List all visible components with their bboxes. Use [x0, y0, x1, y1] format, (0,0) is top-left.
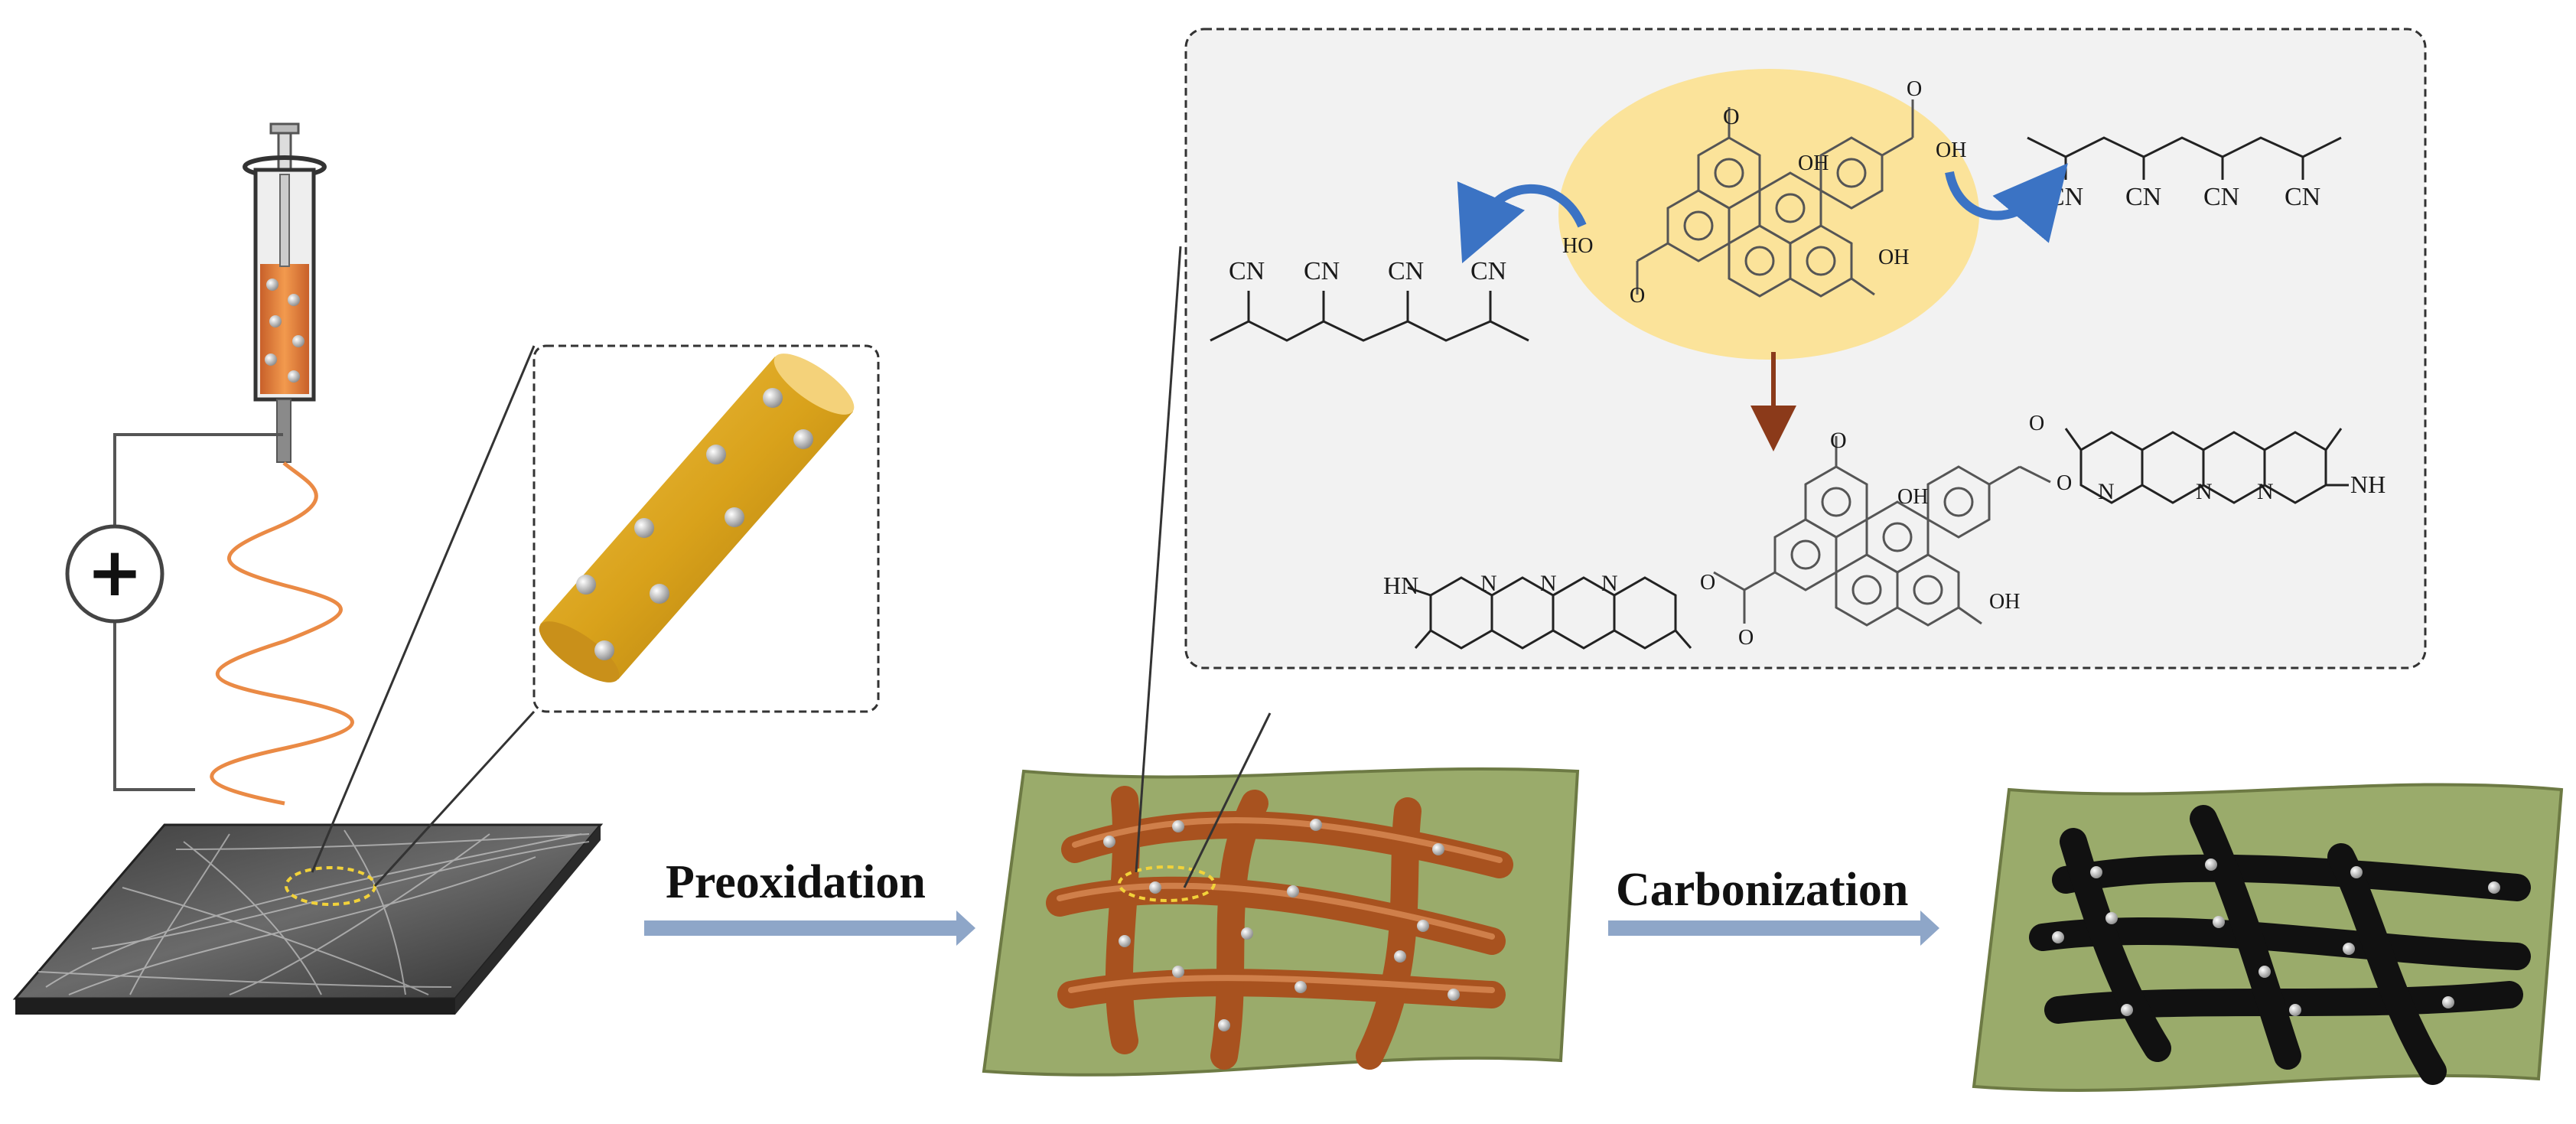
chemistry-inset: O OH O OH HO O OH CN CN CN CN CN CN CN C…: [1184, 28, 2427, 670]
ester-o-right: O: [2029, 412, 2044, 435]
fiber-zoom-inset: [532, 344, 880, 713]
oh-label-top: OH: [1798, 151, 1829, 175]
cooh-oh-top: OH: [1936, 138, 1966, 162]
curved-arrow-right-icon: [1945, 163, 2068, 243]
cn-label-8: CN: [2285, 183, 2320, 211]
curved-arrow-left-icon: [1457, 181, 1587, 264]
imine-label-right: NH: [2350, 471, 2385, 498]
n-label-r3: N: [2257, 479, 2274, 504]
carbonization-label: Carbonization: [1616, 864, 1909, 916]
power-source-icon: +: [65, 524, 164, 624]
oh-label-phenol-product: OH: [1989, 590, 2020, 614]
carbonyl-o-top: O: [1723, 104, 1740, 129]
syringe-icon: [243, 122, 327, 463]
cn-label-3: CN: [1388, 257, 1424, 285]
zoom-lines: [311, 345, 536, 888]
cn-label-6: CN: [2125, 183, 2161, 211]
cn-label-1: CN: [1229, 257, 1265, 285]
n-label-r1: N: [2098, 479, 2115, 504]
organic-molecule-highlight: [1558, 69, 1979, 360]
cn-label-4: CN: [1470, 257, 1506, 285]
cooh-o-top: O: [1907, 77, 1922, 101]
carbonyl-o-bottom-top: O: [1630, 284, 1645, 308]
n-label-l2: N: [1540, 571, 1557, 596]
hooc-label-top: HO: [1562, 234, 1593, 258]
cn-label-7: CN: [2203, 183, 2239, 211]
circuit-wire: [113, 433, 283, 791]
carbonyl-o-product: O: [1830, 428, 1847, 453]
ester-o-right-link: O: [2057, 471, 2072, 495]
process-arrow-icon: [644, 911, 975, 946]
cn-label-2: CN: [1304, 257, 1340, 285]
n-label-l1: N: [1480, 571, 1497, 596]
n-label-l3: N: [1601, 571, 1618, 596]
fiber-icon: [539, 353, 855, 683]
nanofiber-mat-icon: [12, 823, 604, 1015]
n-label-r2: N: [2196, 479, 2213, 504]
ester-o-left-link: O: [1700, 571, 1715, 595]
cn-label-5: CN: [2047, 183, 2083, 211]
ester-o-left: O: [1738, 626, 1754, 650]
oh-label-phenol-top: OH: [1878, 246, 1909, 269]
preoxidation-label: Preoxidation: [666, 856, 926, 908]
process-arrow-icon: [1608, 911, 1939, 946]
chem-zoom-lines: [1135, 246, 1272, 888]
preoxidized-mat: [982, 767, 1580, 1077]
carbonized-mat: [1972, 783, 2564, 1092]
imine-label-left: HN: [1383, 572, 1418, 599]
polycyclic-molecule-product: [1713, 436, 2051, 627]
oh-label-product: OH: [1897, 485, 1928, 509]
polycyclic-molecule-top: [1636, 99, 1914, 298]
electrospinning-jet: [210, 461, 354, 806]
power-source-symbol: +: [86, 533, 143, 611]
pan-chain-left: [1210, 291, 1529, 342]
ladder-polymer-left: [1407, 576, 1692, 650]
ladder-polymer-right: [2064, 428, 2349, 504]
